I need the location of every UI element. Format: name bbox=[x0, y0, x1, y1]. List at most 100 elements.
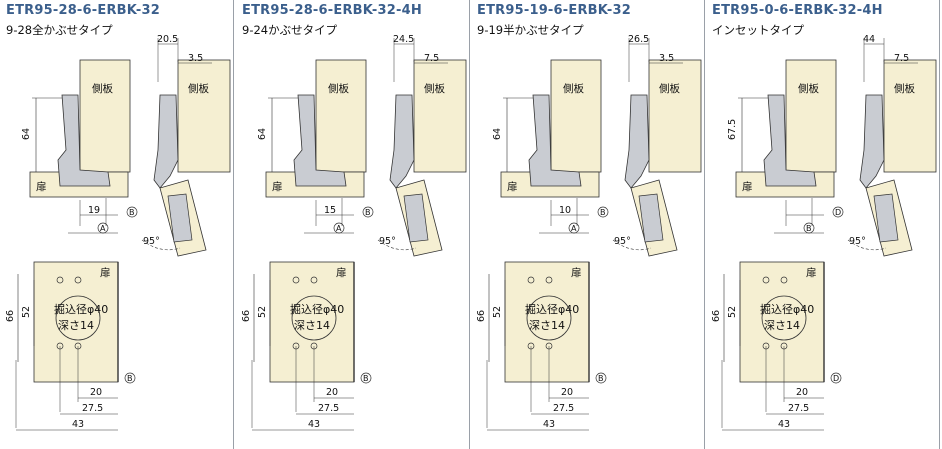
side-panel-open-label: 側板 bbox=[894, 82, 915, 95]
door-bore-label: 扉 bbox=[336, 266, 347, 279]
bore-depth: 深さ14 bbox=[294, 319, 330, 332]
door-label: 扉 bbox=[36, 180, 47, 193]
top-offset-dim: 3.5 bbox=[188, 53, 203, 64]
height-dim: 64 bbox=[21, 128, 32, 140]
offset-dim: 15 bbox=[324, 205, 336, 216]
dim-43: 43 bbox=[543, 419, 555, 430]
side-panel-open-label: 側板 bbox=[424, 82, 445, 95]
dim-66: 66 bbox=[476, 310, 487, 322]
dim-20: 20 bbox=[326, 387, 338, 398]
bore-diameter: 掘込径φ40 bbox=[525, 302, 579, 316]
side-panel-label: 側板 bbox=[563, 82, 584, 95]
top-offset-dim: 7.5 bbox=[894, 53, 909, 64]
hinge-drawing: 側板 扉 64 15 B A 側板 24.5 bbox=[241, 34, 467, 431]
dim-20: 20 bbox=[796, 387, 808, 398]
hinge-drawing: 側板 扉 67.5 D B 側板 44 bbox=[711, 34, 937, 431]
offset-dim: 19 bbox=[88, 205, 100, 216]
mark-a: B bbox=[806, 224, 812, 233]
hinge-closed bbox=[763, 94, 817, 187]
side-panel-closed bbox=[315, 59, 367, 173]
mark-b-top: B bbox=[600, 208, 606, 217]
door-label: 扉 bbox=[742, 180, 753, 193]
hinge-closed bbox=[528, 94, 582, 187]
side-panel-open-label: 側板 bbox=[188, 82, 209, 95]
hinge-open bbox=[624, 94, 650, 189]
offset-dim: 10 bbox=[559, 205, 571, 216]
height-dim: 67.5 bbox=[727, 119, 738, 140]
hinge-panel: ETR95-28-6-ERBK-32-4H 9-24かぶせタイプ 側板 扉 64… bbox=[236, 0, 470, 449]
mark-b-top: B bbox=[365, 208, 371, 217]
model-code: ETR95-28-6-ERBK-32 bbox=[6, 3, 161, 18]
dim-52: 52 bbox=[727, 306, 738, 318]
top-offset-dim: 7.5 bbox=[424, 53, 439, 64]
side-panel-label: 側板 bbox=[798, 82, 819, 95]
dim-20: 20 bbox=[90, 387, 102, 398]
side-panel-open bbox=[883, 59, 937, 173]
side-panel-closed bbox=[550, 59, 602, 173]
dim-52: 52 bbox=[21, 306, 32, 318]
hinge-open bbox=[153, 94, 179, 189]
dim-66: 66 bbox=[711, 310, 722, 322]
side-panel-closed bbox=[785, 59, 837, 173]
model-type: 9-19半かぶせタイプ bbox=[477, 23, 584, 37]
angle-label: 95° bbox=[379, 236, 396, 247]
bore-depth: 深さ14 bbox=[764, 319, 800, 332]
top-width-dim: 44 bbox=[863, 34, 875, 45]
dim-43: 43 bbox=[308, 419, 320, 430]
mark-a: A bbox=[336, 224, 342, 233]
bore-diameter: 掘込径φ40 bbox=[290, 302, 344, 316]
door-label: 扉 bbox=[507, 180, 518, 193]
top-width-dim: 26.5 bbox=[628, 34, 649, 45]
dim-52: 52 bbox=[257, 306, 268, 318]
bore-circle bbox=[526, 295, 572, 341]
hinge-panel: ETR95-0-6-ERBK-32-4H インセットタイプ 側板 扉 67.5 … bbox=[706, 0, 940, 449]
model-type: インセットタイプ bbox=[712, 23, 804, 37]
dim-27-5: 27.5 bbox=[788, 403, 809, 414]
mark-a: A bbox=[100, 224, 106, 233]
mark-b-bottom: B bbox=[363, 374, 369, 383]
bore-circle bbox=[761, 295, 807, 341]
hinge-panel: ETR95-19-6-ERBK-32 9-19半かぶせタイプ 側板 扉 64 1… bbox=[471, 0, 705, 449]
angle-label: 95° bbox=[143, 236, 160, 247]
hinge-closed bbox=[57, 94, 111, 187]
model-code: ETR95-19-6-ERBK-32 bbox=[477, 3, 632, 18]
top-width-dim: 20.5 bbox=[157, 34, 178, 45]
model-code: ETR95-28-6-ERBK-32-4H bbox=[242, 3, 422, 18]
dim-52: 52 bbox=[492, 306, 503, 318]
dim-43: 43 bbox=[72, 419, 84, 430]
bore-circle bbox=[291, 295, 337, 341]
bore-circle bbox=[55, 295, 101, 341]
dim-27-5: 27.5 bbox=[553, 403, 574, 414]
hinge-panel: ETR95-28-6-ERBK-32 9-28全かぶせタイプ 側板 扉 64 1… bbox=[0, 0, 234, 449]
side-panel-label: 側板 bbox=[328, 82, 349, 95]
dim-27-5: 27.5 bbox=[82, 403, 103, 414]
door-bore-label: 扉 bbox=[571, 266, 582, 279]
hinge-drawing: 側板 扉 64 10 B A 側板 26.5 bbox=[476, 34, 702, 431]
bore-diameter: 掘込径φ40 bbox=[760, 302, 814, 316]
hinge-open bbox=[859, 94, 885, 189]
model-type: 9-28全かぶせタイプ bbox=[6, 23, 113, 37]
mark-b-bottom: B bbox=[127, 374, 133, 383]
side-panel-open bbox=[648, 59, 702, 173]
height-dim: 64 bbox=[257, 128, 268, 140]
model-type: 9-24かぶせタイプ bbox=[242, 23, 338, 37]
bore-depth: 深さ14 bbox=[529, 319, 565, 332]
side-panel-open bbox=[177, 59, 231, 173]
mark-a: A bbox=[571, 224, 577, 233]
mark-b-top: B bbox=[129, 208, 135, 217]
mark-b-bottom: D bbox=[833, 374, 839, 383]
bore-diameter: 掘込径φ40 bbox=[54, 302, 108, 316]
mark-b-bottom: B bbox=[598, 374, 604, 383]
dim-66: 66 bbox=[5, 310, 16, 322]
top-offset-dim: 3.5 bbox=[659, 53, 674, 64]
hinge-drawing: 側板 扉 64 19 B A 側板 20.5 bbox=[5, 34, 231, 431]
height-dim: 64 bbox=[492, 128, 503, 140]
angle-label: 95° bbox=[614, 236, 631, 247]
side-panel-label: 側板 bbox=[92, 82, 113, 95]
side-panel-open-label: 側板 bbox=[659, 82, 680, 95]
top-width-dim: 24.5 bbox=[393, 34, 414, 45]
dim-20: 20 bbox=[561, 387, 573, 398]
mark-b-top: D bbox=[835, 208, 841, 217]
door-label: 扉 bbox=[272, 180, 283, 193]
side-panel-closed bbox=[79, 59, 131, 173]
